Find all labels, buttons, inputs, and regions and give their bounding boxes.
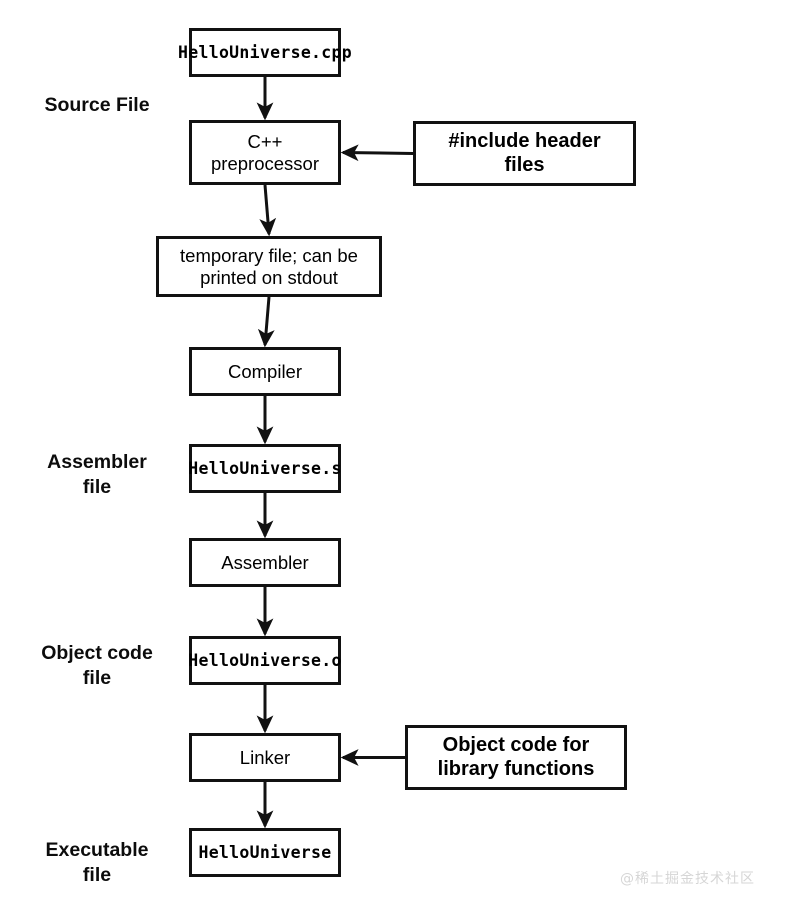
node-linker: Linker bbox=[189, 733, 341, 782]
node-source: HelloUniverse.cpp bbox=[178, 28, 352, 77]
node-objfile: HelloUniverse.o bbox=[188, 636, 341, 685]
side-label-object-code-file: Object code file bbox=[41, 642, 153, 690]
node-compiler: Compiler bbox=[189, 347, 341, 396]
connector-preprocessor-to-tempfile bbox=[259, 184, 277, 237]
node-include: #include header files bbox=[413, 121, 636, 186]
connector-include-to-preprocessor bbox=[340, 144, 414, 162]
side-label-source-file: Source File bbox=[44, 94, 150, 116]
side-label-executable-file: Executable file bbox=[45, 839, 149, 887]
node-asmfile: HelloUniverse.s bbox=[188, 444, 341, 493]
watermark-text: @稀土掘金技术社区 bbox=[620, 871, 755, 887]
node-assembler: Assembler bbox=[189, 538, 341, 587]
connector-tempfile-to-compiler bbox=[257, 296, 275, 348]
node-executable: HelloUniverse bbox=[189, 828, 341, 877]
node-libobj: Object code for library functions bbox=[405, 725, 627, 790]
node-preprocessor: C++ preprocessor bbox=[189, 120, 341, 185]
node-tempfile: temporary file; can be printed on stdout bbox=[156, 236, 382, 297]
side-label-assembler-file: Assembler file bbox=[47, 451, 147, 499]
